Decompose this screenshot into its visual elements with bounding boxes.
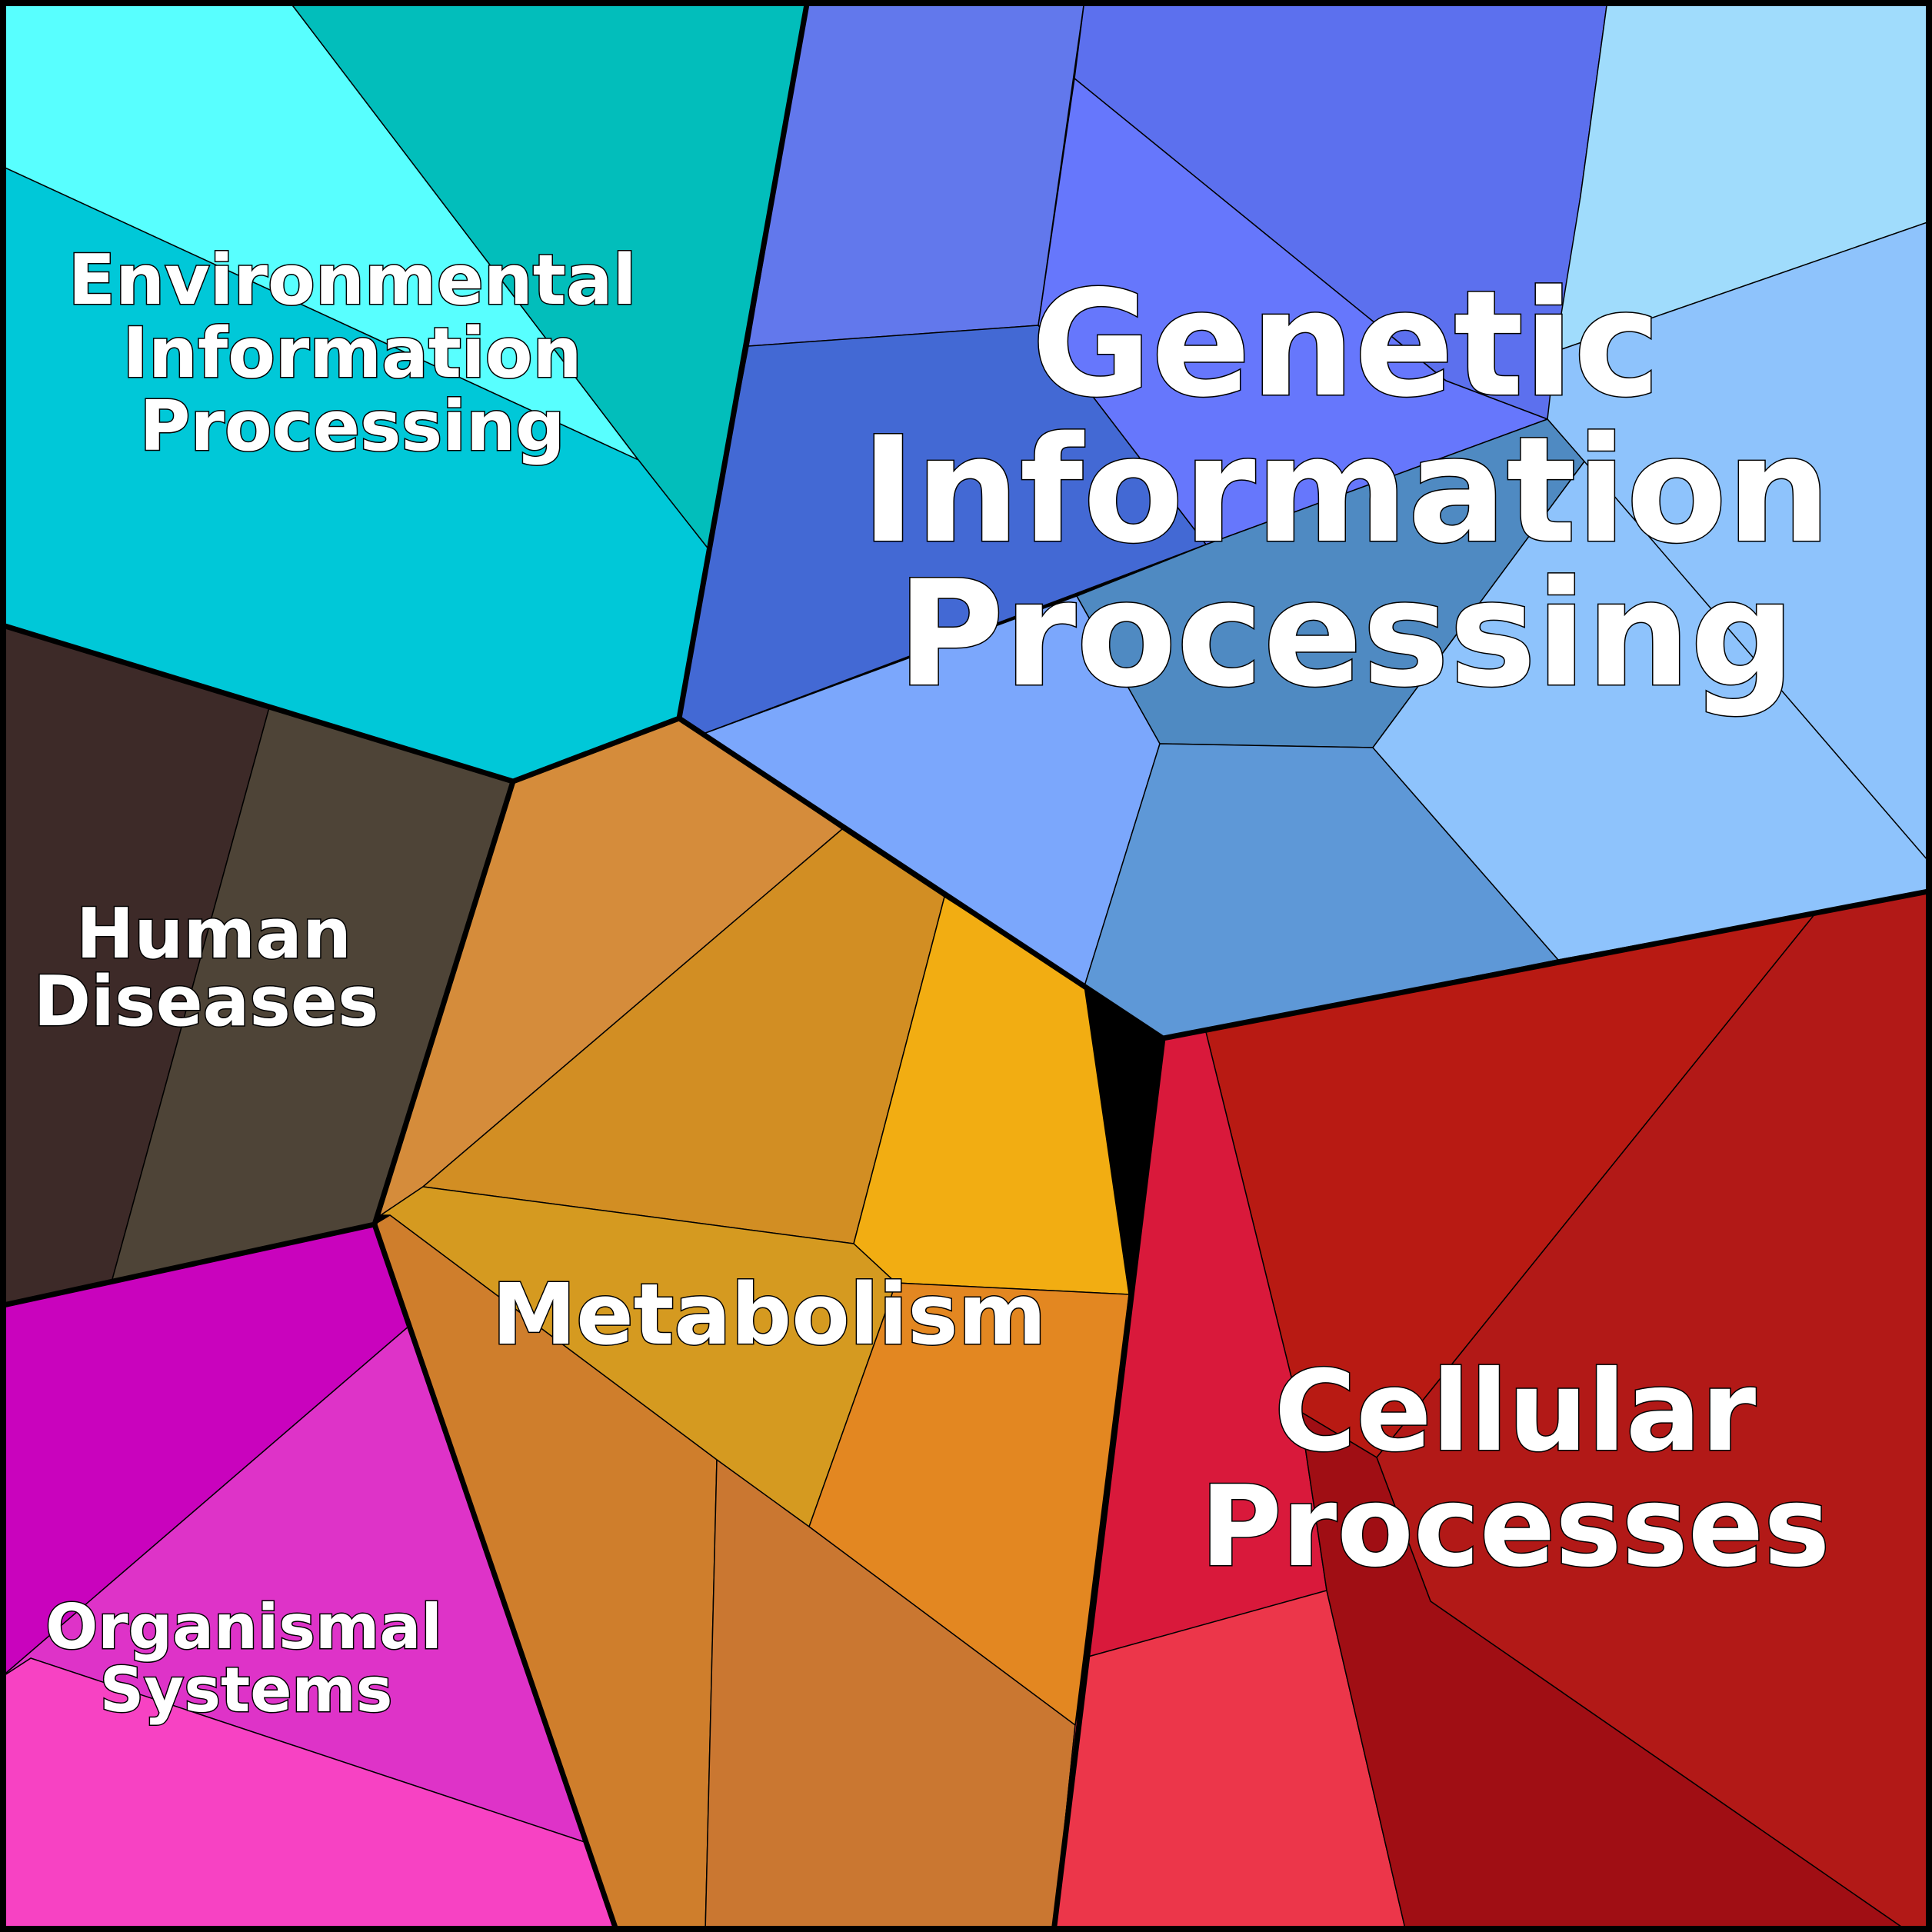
cell-cellular-5 bbox=[1299, 1411, 1910, 1932]
cell-genetic-6 bbox=[1547, 220, 1932, 866]
label-genetic-line-2: Information bbox=[861, 405, 1831, 575]
region-metabolism bbox=[374, 718, 1130, 1932]
label-environmental-line-2: Information bbox=[122, 313, 581, 394]
label-genetic-line-1: Genetic bbox=[1031, 259, 1661, 429]
cell-cellular-4 bbox=[1053, 1590, 1407, 1932]
label-environmental-line-3: Processing bbox=[139, 386, 565, 467]
region-genetic bbox=[678, 0, 1932, 1039]
label-organismal-line-2: Systems bbox=[100, 1654, 393, 1726]
region-cellular bbox=[1053, 890, 1932, 1932]
label-cellular-line-1: Cellular bbox=[1274, 1347, 1757, 1477]
label-human: Human Diseases bbox=[32, 893, 380, 1044]
region-organismal bbox=[0, 1224, 618, 1932]
label-human-line-2: Diseases bbox=[33, 961, 378, 1042]
label-genetic: Genetic Information Processing bbox=[860, 258, 1832, 721]
label-genetic-line-3: Processing bbox=[897, 549, 1795, 719]
label-metabolism-line-1: Metabolism bbox=[492, 1265, 1047, 1364]
label-organismal-line-1: Organismal bbox=[45, 1591, 441, 1663]
label-cellular-line-2: Processes bbox=[1201, 1462, 1830, 1592]
label-organismal: Organismal Systems bbox=[45, 1591, 443, 1727]
region-environmental bbox=[0, 0, 808, 782]
label-environmental-line-1: Environmental bbox=[68, 240, 637, 321]
cell-genetic-10 bbox=[1372, 461, 1932, 961]
label-cellular: Cellular Processes bbox=[1199, 1346, 1831, 1594]
label-metabolism: Metabolism bbox=[491, 1264, 1048, 1365]
label-human-line-1: Human bbox=[76, 894, 351, 974]
label-environmental: Environmental Information Processing bbox=[67, 239, 638, 468]
